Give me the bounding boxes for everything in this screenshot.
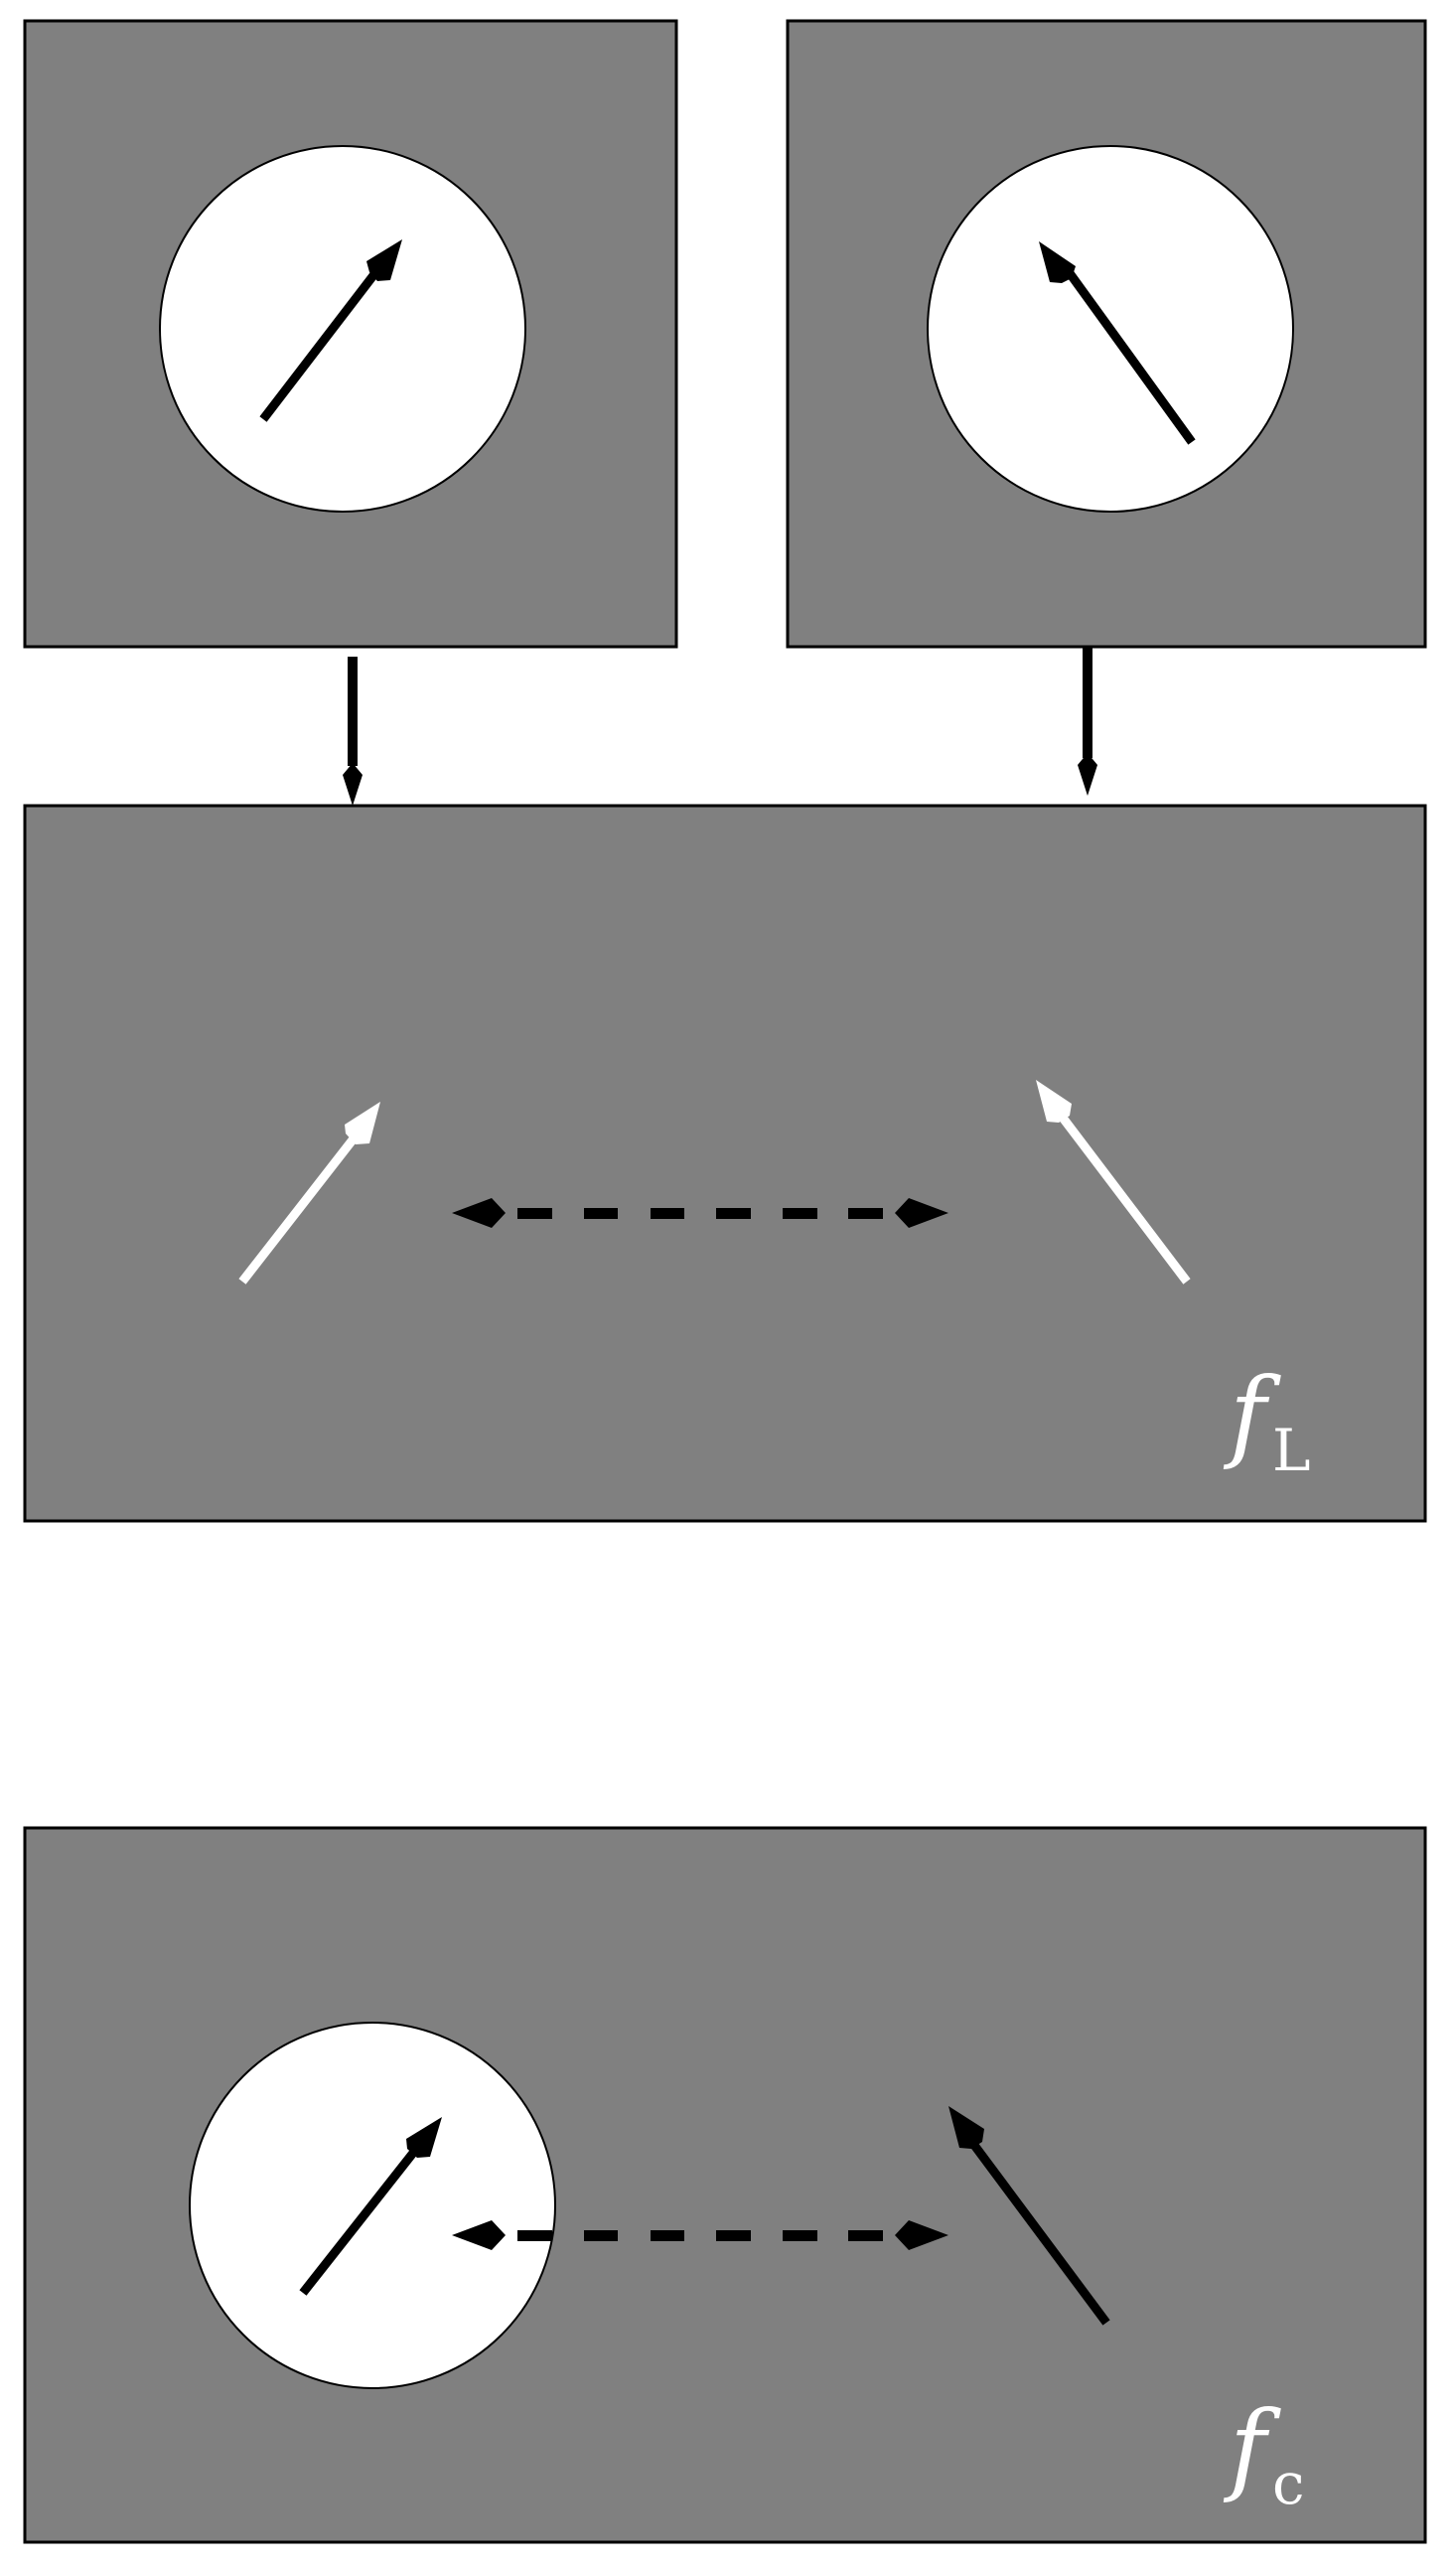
top-right-panel: [786, 19, 1427, 649]
arrow-up-left-free-icon: [948, 2106, 1110, 2326]
dashed-double-arrow-icon: [452, 2220, 948, 2250]
middle-panel-rect: [23, 804, 1427, 1523]
white-arrow-up-left-icon: [1036, 1080, 1191, 1285]
arrow-up-left-icon: [1039, 241, 1196, 445]
connector-right-arrow-down-icon: [1078, 647, 1097, 796]
top-left-panel: [23, 19, 678, 649]
arrow-up-right-in-circle-icon: [299, 2117, 442, 2296]
dashed-double-arrow-icon: [452, 1198, 948, 1228]
arrow-up-right-icon: [259, 239, 402, 422]
connector-left-arrow-down-icon: [343, 657, 363, 806]
white-arrow-up-right-icon: [238, 1102, 380, 1285]
top-left-circle: [159, 145, 526, 513]
